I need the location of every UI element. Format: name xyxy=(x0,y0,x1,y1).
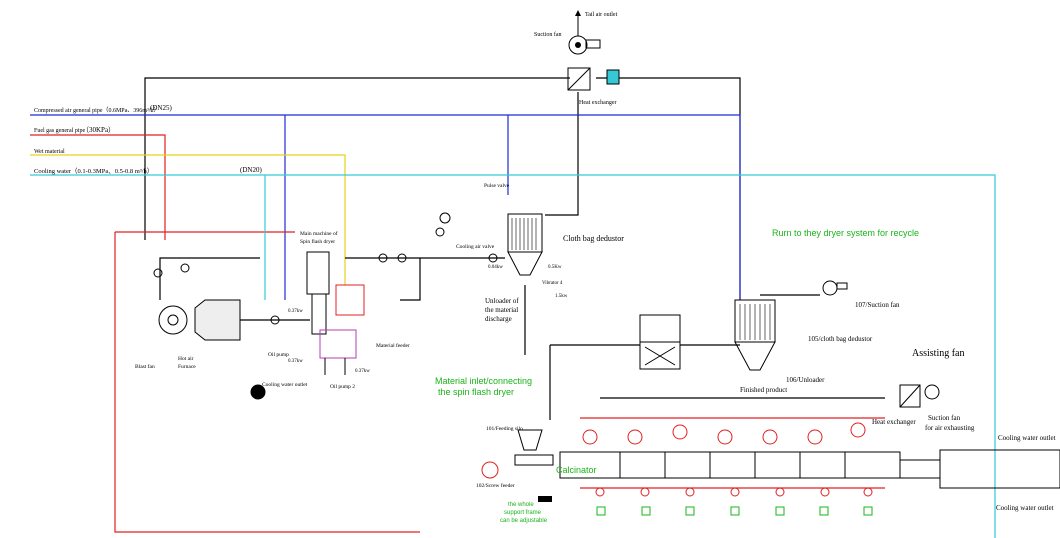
material-feeder-label: Material feeder xyxy=(376,342,410,349)
cooling-water-outlet-left-label: Cooling water outlet xyxy=(262,382,308,388)
pipe-lines xyxy=(30,77,996,538)
cooling-air-valve-label: Cooling air valve xyxy=(456,244,495,250)
cloth-bag-dedustor-right xyxy=(734,299,776,371)
dedustor-105-label: 105/cloth bag dedustor xyxy=(808,335,873,343)
dn25-label: (DN25) xyxy=(150,104,172,112)
heat-exchanger-right xyxy=(899,384,940,408)
finished-product-label: Finished product xyxy=(740,386,787,394)
calcinator xyxy=(559,451,901,479)
cooling-cylinder xyxy=(900,449,1060,489)
unloader-label-2: the material xyxy=(485,306,518,314)
kw-label-6: 0.37kw xyxy=(355,369,370,374)
calcinator-label: Calcinator xyxy=(556,465,597,475)
fuel-gas-label: Fuel gas general pipe xyxy=(34,128,85,134)
suction-fan-107 xyxy=(822,280,848,296)
heat-exchanger-right-label: Heat exchanger xyxy=(872,418,916,426)
burner-valves xyxy=(481,422,873,497)
hot-air-label-1: Hot air xyxy=(178,356,194,362)
kw-label-1: 0.5Kw xyxy=(548,265,562,270)
kw-label-5: 0.37kw xyxy=(288,359,303,364)
cyclone-box xyxy=(639,314,681,370)
suction-fan-107-label: 107/Suction fan xyxy=(855,301,900,309)
cooling-water-label: Cooling water（0.1-0.3MPa、0.5-0.8 m³/h） xyxy=(34,167,153,175)
heat-exchanger-top-label: Heat exchanger xyxy=(579,100,616,106)
unloader-106-label: 106/Unloader xyxy=(786,376,825,384)
support-label-1: the whole xyxy=(508,502,534,508)
assisting-fan-label: Assisting fan xyxy=(912,348,965,359)
compressed-air-label: Compressed air general pipe（0.6MPa、396m³… xyxy=(34,107,159,114)
instrument-circles xyxy=(153,212,498,400)
tail-air-outlet-label: Tail air outlet xyxy=(585,12,618,18)
hot-air-furnace xyxy=(158,299,241,341)
green-burner-boxes xyxy=(596,506,873,516)
oil-pump-2-label: Oil pump 2 xyxy=(330,384,355,390)
material-inlet-label-1: Material inlet/connecting xyxy=(435,376,532,386)
dn20-label: (DN20) xyxy=(240,166,262,174)
support-label-3: can be adjustable xyxy=(500,518,548,524)
hot-air-label-2: Furnace xyxy=(178,364,196,370)
unloader-label-3: discharge xyxy=(485,315,512,323)
vibrator-label: Vibrator 4 xyxy=(542,281,563,286)
suction-fan-right-label-1: Suction fan xyxy=(928,414,961,422)
feeding-silo xyxy=(514,429,554,502)
cooling-water-outlet-r2-label: Cooling water outlet xyxy=(996,504,1054,512)
pulse-valve-label: Pulse valve xyxy=(484,183,510,189)
main-machine-label-1: Main machine of xyxy=(300,230,338,237)
cloth-bag-dedustor-top xyxy=(507,213,543,276)
screw-feeder-label: 102/Screw feeder xyxy=(476,482,515,489)
recycle-label: Rurn to they dryer system for recycle xyxy=(772,228,919,238)
suction-fan-right-label-2: for air exhausting xyxy=(925,424,975,432)
fuel-gas-pressure-label: （30KPa） xyxy=(82,126,115,134)
cooling-water-outlet-r1-label: Cooling water outlet xyxy=(998,434,1056,442)
labels: Tail air outlet Suction fan Heat exchang… xyxy=(34,12,1056,524)
wet-material-label: Wet material xyxy=(34,149,65,155)
top-suction-fan xyxy=(568,10,601,55)
kw-label-2: 0.04kw xyxy=(488,265,503,270)
kw-label-3: 1.5kw xyxy=(555,294,568,299)
spin-flash-dryer xyxy=(306,251,365,375)
unloader-label-1: Unloader of xyxy=(485,297,519,305)
blast-fan-label: Blast fan xyxy=(135,363,155,370)
suction-fan-top-label: Suction fan xyxy=(534,31,562,38)
main-machine-label-2: Spin flash dryer xyxy=(300,238,335,245)
cloth-bag-dedustor-label: Cloth bag dedustor xyxy=(563,234,624,243)
kw-label-4: 0.37kw xyxy=(288,309,303,314)
top-heat-exchanger xyxy=(567,67,620,91)
support-label-2: support frame xyxy=(504,510,542,516)
material-inlet-label-2: the spin flash dryer xyxy=(438,387,514,397)
oil-pump-label: Oil pump xyxy=(268,352,289,358)
feeding-silo-label: 101/Feeding silo xyxy=(486,426,523,432)
